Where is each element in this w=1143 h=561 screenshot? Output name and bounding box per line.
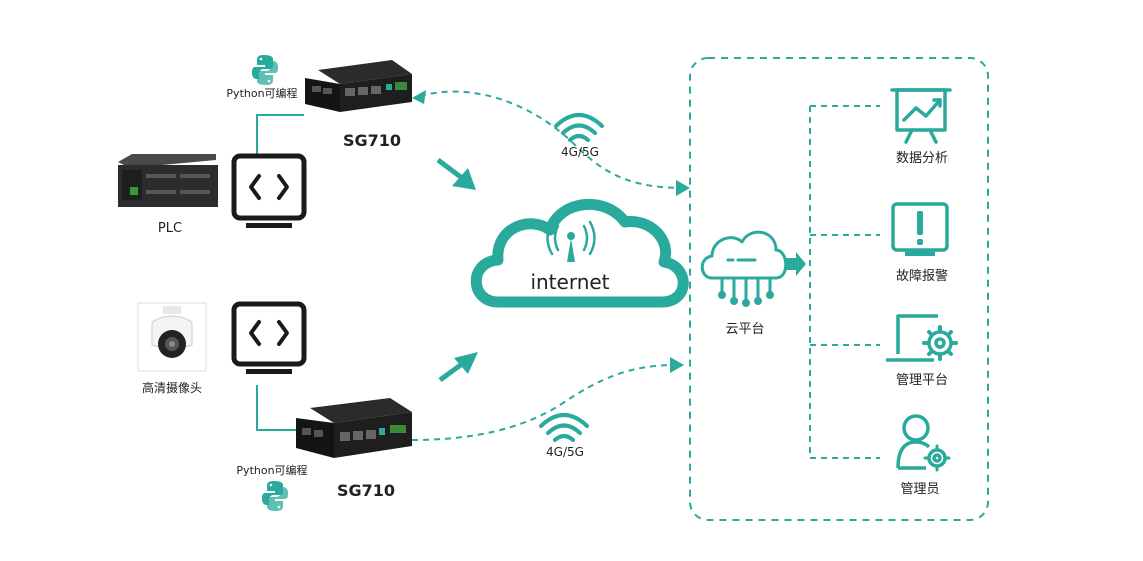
- dashed-link-bottom-arrowhead: [670, 357, 684, 373]
- camera-image: [137, 302, 207, 372]
- python-label-bottom: Python可编程: [236, 463, 307, 477]
- dashed-link-bottom: [411, 364, 677, 441]
- service-label-management-platform: 管理平台: [896, 373, 948, 388]
- code-monitor-icon: [231, 301, 307, 374]
- arrow-to-internet-bottom: [438, 352, 478, 383]
- python-logo-icon: [262, 481, 288, 511]
- wifi-icon: [539, 413, 589, 442]
- connection-line-bottom: [256, 385, 300, 431]
- camera-label: 高清摄像头: [142, 380, 202, 395]
- plc-device-icon: [118, 154, 218, 207]
- wireless-label-top: 4G/5G: [561, 145, 599, 159]
- cloud-platform-icon: [700, 230, 788, 307]
- arrow-to-internet-top: [436, 158, 476, 190]
- dashed-link-top-arrowhead-right: [676, 180, 690, 196]
- router-device-icon: [305, 60, 412, 112]
- device-label-bottom: SG710: [337, 481, 395, 500]
- plc-label: PLC: [158, 221, 182, 236]
- chart-board-icon: [890, 88, 952, 144]
- laptop-gear-icon: [886, 314, 958, 362]
- code-monitor-icon: [231, 153, 307, 228]
- user-gear-icon: [896, 414, 951, 472]
- router-device-icon: [296, 398, 412, 458]
- dashed-link-top-arrowhead-left: [412, 90, 426, 104]
- signal-antenna-icon: [546, 220, 596, 256]
- wifi-icon: [554, 113, 604, 142]
- cloud-platform-container: [689, 57, 989, 521]
- cloud-icon: [470, 198, 689, 308]
- connection-line-top: [256, 114, 304, 158]
- service-tree-lines: [809, 105, 880, 459]
- alert-board-icon: [891, 202, 949, 256]
- service-label-admin: 管理员: [900, 482, 939, 497]
- python-label-top: Python可编程: [226, 86, 297, 100]
- service-label-fault-alarm: 故障报警: [896, 268, 948, 284]
- wireless-label-bottom: 4G/5G: [546, 445, 584, 459]
- cloud-platform-label: 云平台: [725, 322, 764, 337]
- internet-label: internet: [530, 270, 609, 294]
- platform-arrow-icon: [786, 252, 806, 276]
- dashed-link-top: [419, 90, 687, 189]
- python-logo-icon: [252, 55, 278, 85]
- device-label-top: SG710: [343, 131, 401, 150]
- service-label-data-analysis: 数据分析: [896, 151, 948, 166]
